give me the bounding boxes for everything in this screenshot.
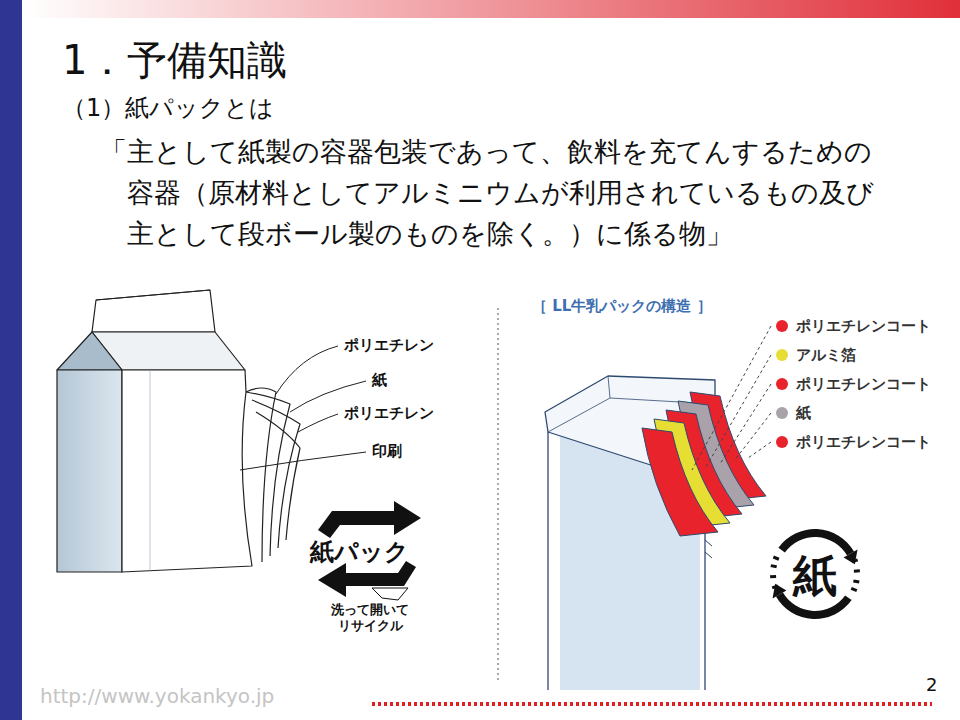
leader-line [692,326,771,470]
ring-hatch [853,581,859,582]
ring-hatch [770,575,776,578]
legend-swatch [776,436,788,448]
top-bar [22,0,960,18]
legend-item: 紙 [776,403,811,423]
legend-text: ポリエチレンコート [796,375,931,394]
logo-text: 紙パック [310,536,409,568]
layer-label: ポリエチレン [344,336,434,355]
leader-line [720,384,771,464]
ring-hatch [854,569,860,572]
legend-swatch [776,378,788,390]
legend-item: ポリエチレンコート [776,374,931,394]
logo-char: 紙 [791,547,839,606]
bottom-rule [372,702,932,706]
layer-sheets [642,392,766,536]
paper-recycle-mark [770,529,860,619]
legend-item: ポリエチレンコート [776,316,931,336]
url-watermark: http://www.yokankyo.jp [40,684,274,708]
legend-item: ポリエチレンコート [776,432,931,452]
ring-hatch [852,560,858,562]
leader-line [734,413,771,461]
diagram-heading: ［ LL牛乳パックの構造 ］ [532,297,712,316]
legend-text: ポリエチレンコート [796,317,931,336]
ring-hatch [772,586,778,588]
side-bar [0,0,22,720]
definition-text: 「主として紙製の容器包装であって、飲料を充てんするための 容器（原材料としてアル… [100,131,890,254]
legend-swatch [776,320,788,332]
legend-item: アルミ箔 [776,345,856,365]
slide-title: 1．予備知識 [62,33,287,88]
leader-line [706,355,771,467]
legend-text: ポリエチレンコート [796,433,931,452]
logo-subtext: 洗って開いて リサイクル [318,602,422,634]
layer-leaders [692,326,771,470]
legend-swatch [776,407,788,419]
ring-arrowhead [773,584,787,599]
legend-text: アルミ箔 [796,346,856,365]
layer-label: 印刷 [372,442,402,461]
layer-label: 紙 [372,371,387,390]
section-heading: （1）紙パックとは [62,92,274,124]
leader-line [748,442,771,458]
layer-label: ポリエチレン [344,404,434,423]
ring-hatch [773,557,779,559]
separator [498,308,499,680]
ring-arrowhead [844,550,858,565]
legend-text: 紙 [796,404,811,423]
page-number: 2 [926,674,937,695]
legend-swatch [776,349,788,361]
ring-hatch [851,588,857,590]
carton-drawing [57,290,300,572]
ring-hatch [771,566,777,567]
